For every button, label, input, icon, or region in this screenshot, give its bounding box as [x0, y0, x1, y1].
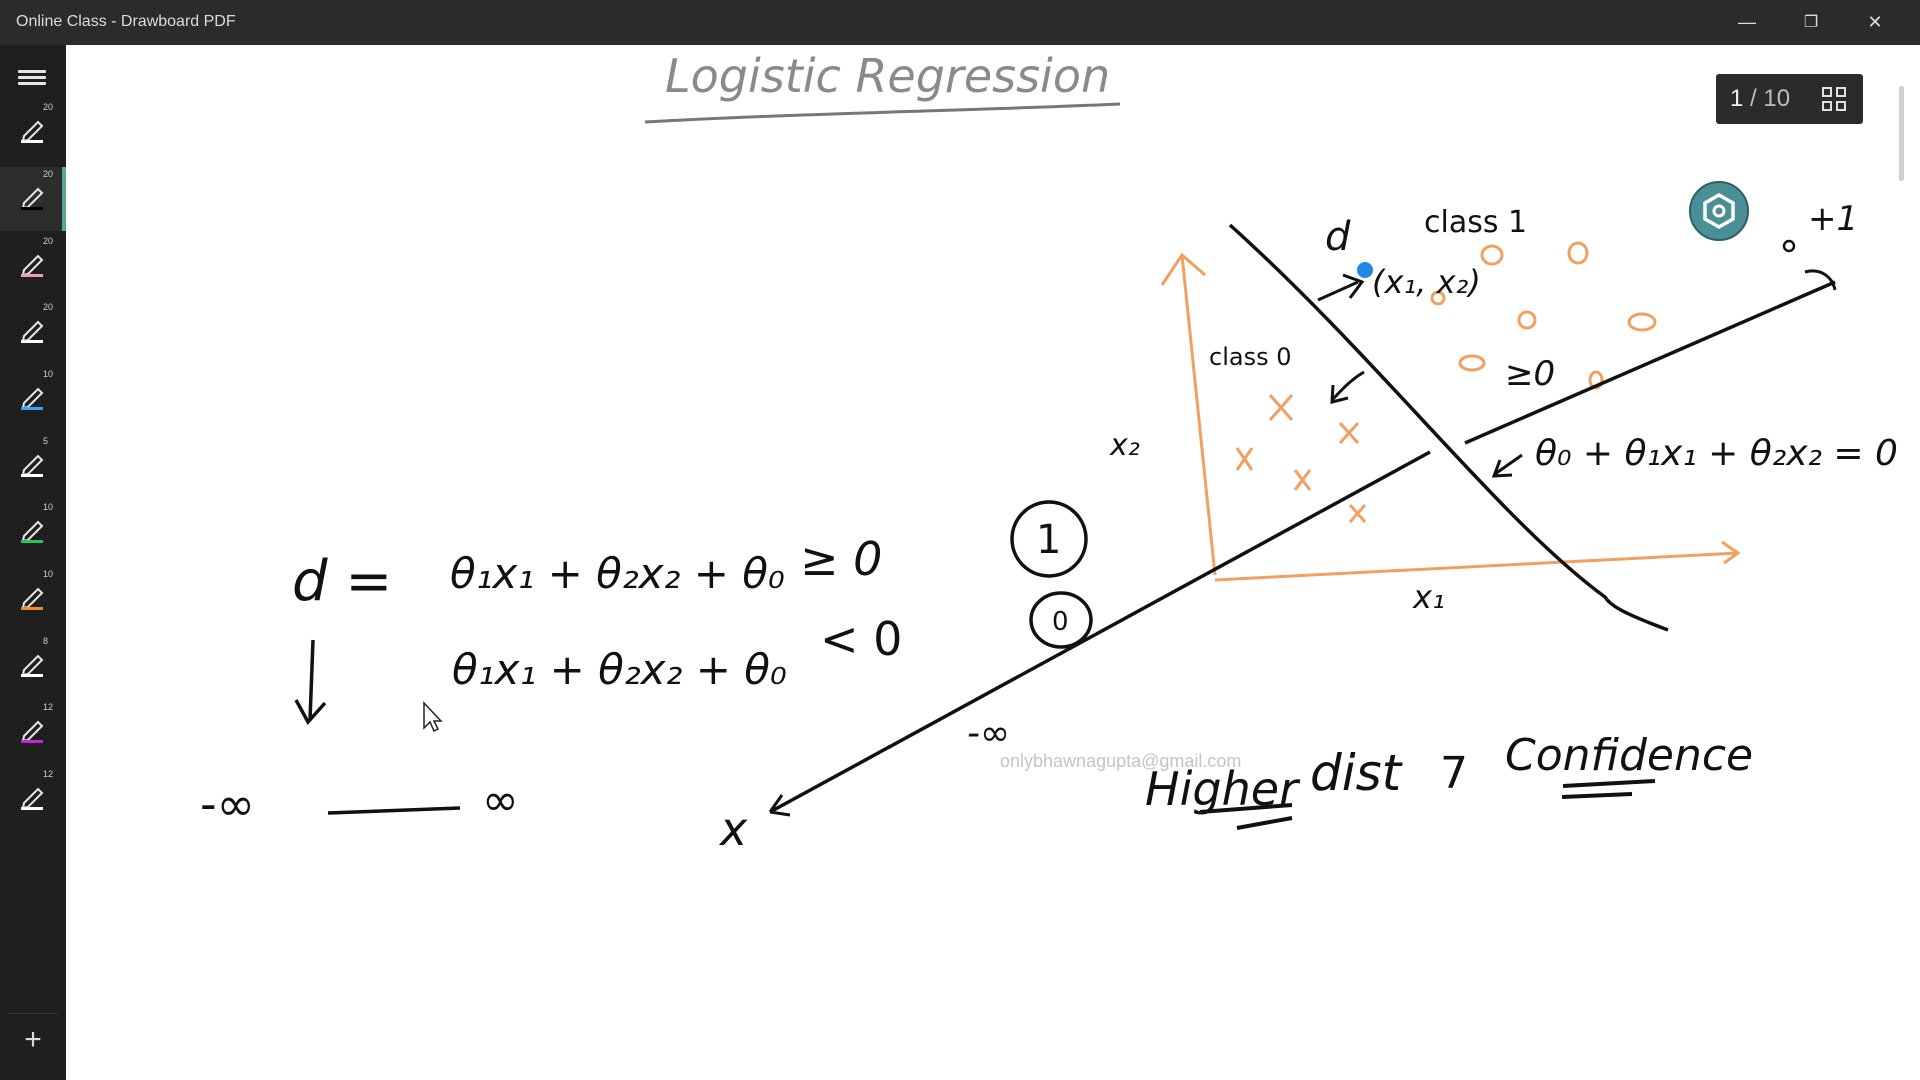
hamburger-menu-icon[interactable]: [18, 67, 46, 91]
pen-tool-4[interactable]: 20: [0, 300, 66, 364]
dist-text: dist: [1310, 744, 1404, 802]
minimize-button[interactable]: —: [1738, 12, 1756, 32]
vertical-scrollbar[interactable]: [1899, 86, 1904, 181]
class1-label: class 1: [1424, 205, 1527, 240]
pen-icon: [21, 520, 44, 543]
pen-icon: [21, 387, 44, 410]
confidence-text: Confidence: [1505, 730, 1753, 781]
circle-0-label: 0: [1052, 607, 1069, 637]
hexagon-icon: [1703, 192, 1735, 230]
pen-tool-3[interactable]: 20: [0, 234, 66, 298]
implies-text: 7: [1440, 748, 1468, 799]
page-number: 1 / 10: [1730, 85, 1791, 112]
window-title: Online Class - Drawboard PDF: [16, 13, 236, 30]
pen-tool-11[interactable]: 12: [0, 767, 66, 831]
heading-underline: [644, 102, 1121, 124]
x2-axis: [1180, 254, 1217, 576]
eq2-expression: θ₁x₁ + θ₂x₂ + θ₀: [452, 645, 787, 694]
pen-icon: [21, 187, 44, 210]
higher-underline: [1199, 803, 1293, 830]
pen-size-label: 10: [43, 502, 54, 512]
restore-button[interactable]: ❐: [1803, 14, 1819, 31]
pen-icon: [21, 587, 44, 610]
pen-size-label: 20: [43, 302, 54, 312]
floating-tool-button[interactable]: [1689, 181, 1749, 241]
gt0-label: ≥0: [1505, 354, 1555, 394]
pen-tool-1[interactable]: 20: [0, 100, 66, 164]
decision-axis-line: [769, 450, 1431, 814]
x2-label: x₂: [1109, 428, 1140, 463]
eq1-expression: θ₁x₁ + θ₂x₂ + θ₀: [450, 549, 785, 598]
x1-axis-arrowhead: [1721, 540, 1741, 565]
circle-1: [1010, 500, 1088, 578]
pen-size-label: 12: [43, 702, 54, 712]
decision-boundary-line: [1228, 223, 1669, 632]
pen-size-label: 10: [43, 369, 54, 379]
pen-size-label: 20: [43, 236, 54, 246]
line-neg-infinity-label: -∞: [967, 713, 1010, 754]
pen-tool-8[interactable]: 10: [0, 567, 66, 631]
class0-markers: [1235, 394, 1367, 523]
d-label: d: [1325, 214, 1351, 260]
pen-tool-5[interactable]: 10: [0, 367, 66, 431]
pen-tool-9[interactable]: 8: [0, 634, 66, 698]
infinity-label: ∞: [482, 775, 519, 826]
title-bar: Online Class - Drawboard PDF — ❐ ✕: [0, 0, 1920, 45]
mouse-cursor-icon: [423, 701, 443, 733]
positive-axis-arrowhead: [1804, 269, 1837, 291]
pen-size-label: 5: [43, 436, 49, 446]
circle-1-label: 1: [1036, 517, 1061, 563]
pen-tool-7[interactable]: 10: [0, 500, 66, 564]
d-arrow: [1317, 273, 1365, 302]
pen-tool-6[interactable]: 5: [0, 434, 66, 498]
down-arrow: [294, 639, 327, 726]
add-tool-button[interactable]: +: [24, 1023, 42, 1056]
circle-0: [1029, 591, 1093, 649]
pen-icon: [21, 120, 44, 143]
pen-icon: [21, 254, 44, 277]
neg-infinity-label: -∞: [200, 777, 255, 831]
pen-icon: [21, 454, 44, 477]
decision-axis-arrowhead: [768, 794, 791, 817]
point-marker: [1357, 262, 1373, 278]
tool-sidebar: 20 20 20 20 10 5 10 10 8 12 12 +: [0, 45, 66, 1080]
heading-text: Logistic Regression: [665, 49, 1110, 103]
drawing-canvas[interactable]: onlybhawnagupta@gmail.com Logistic Regre…: [66, 45, 1920, 1080]
page-counter[interactable]: 1 / 10: [1716, 74, 1863, 124]
point-label: (x₁, x₂): [1372, 263, 1481, 301]
equation-pointer-arrow: [1491, 453, 1523, 478]
sidebar-divider: [8, 1013, 58, 1014]
x-end-label: x: [718, 802, 748, 856]
pen-size-label: 12: [43, 769, 54, 779]
range-line: [327, 806, 461, 815]
class0-label: class 0: [1209, 343, 1291, 371]
eq1-relation: ≥ 0: [800, 532, 882, 586]
pen-size-label: 20: [43, 102, 54, 112]
eq2-relation: < 0: [820, 612, 902, 666]
class1-markers: [1430, 241, 1657, 390]
confidence-underline: [1561, 779, 1656, 799]
pen-icon: [21, 787, 44, 810]
plus1-label: +1: [1808, 199, 1858, 239]
pen-size-label: 20: [43, 169, 54, 179]
page-grid-icon[interactable]: [1822, 87, 1848, 113]
pen-tool-10[interactable]: 12: [0, 700, 66, 764]
pen-tool-2[interactable]: 20: [0, 167, 66, 231]
pen-size-label: 8: [43, 636, 49, 646]
pen-icon: [21, 320, 44, 343]
pen-icon: [21, 654, 44, 677]
ink-layer: Logistic Regression: [200, 49, 1898, 856]
x1-label: x₁: [1412, 578, 1445, 616]
pen-size-label: 10: [43, 569, 54, 579]
eq1-lhs: d =: [292, 549, 392, 614]
x2-axis-arrowhead: [1160, 252, 1206, 286]
boundary-equation: θ₀ + θ₁x₁ + θ₂x₂ = 0: [1535, 433, 1898, 474]
dot-marker: [1782, 239, 1796, 253]
watermark: onlybhawnagupta@gmail.com: [1000, 751, 1242, 771]
x1-axis: [1214, 551, 1739, 582]
close-button[interactable]: ✕: [1867, 12, 1883, 32]
class0-pointer-arrow: [1330, 370, 1365, 404]
positive-axis-line: [1464, 280, 1836, 445]
pen-icon: [21, 720, 44, 743]
